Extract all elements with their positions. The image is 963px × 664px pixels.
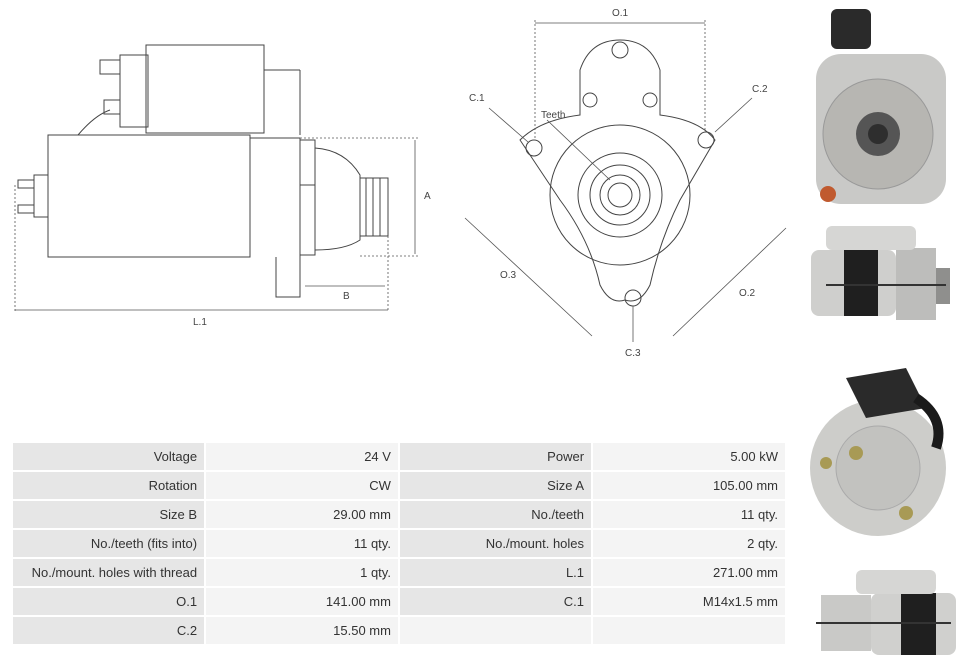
spec-label: O.1 [13, 588, 205, 615]
dimension-o1-label: O.1 [612, 8, 629, 19]
empty-cell [399, 617, 592, 644]
dimension-c2-label: C.2 [752, 84, 768, 95]
spec-label: Size B [13, 501, 205, 528]
technical-drawing: A B L.1 O.1 O.2 O.3 C.1 C.2 C.3 Teeth [14, 8, 787, 359]
spec-value: 11 qty. [206, 530, 398, 557]
table-row: Rotation CW Size A 105.00 mm [13, 472, 785, 499]
table-row: Voltage 24 V Power 5.00 kW [13, 443, 785, 470]
table-row: O.1 141.00 mm C.1 M14x1.5 mm [13, 588, 785, 615]
spec-value: 5.00 kW [593, 443, 785, 470]
product-photo-rear [806, 338, 956, 558]
product-photo-side-bottom [806, 565, 956, 660]
product-photo-side-top [806, 218, 956, 328]
spec-value: 271.00 mm [593, 559, 785, 586]
side-view-dimensions [14, 137, 418, 312]
spec-label: Voltage [13, 443, 205, 470]
table-row: C.2 15.50 mm [13, 617, 785, 644]
spec-value: CW [206, 472, 398, 499]
spec-value: M14x1.5 mm [593, 588, 785, 615]
dimension-b-label: B [343, 291, 350, 302]
spec-value: 11 qty. [593, 501, 785, 528]
spec-value: 29.00 mm [206, 501, 398, 528]
spec-value: 24 V [206, 443, 398, 470]
table-row: No./mount. holes with thread 1 qty. L.1 … [13, 559, 785, 586]
spec-label: Rotation [13, 472, 205, 499]
front-view-dimensions [464, 20, 787, 342]
spec-value: 15.50 mm [206, 617, 398, 644]
spec-label: C.1 [399, 588, 592, 615]
dimension-o2-label: O.2 [739, 288, 756, 299]
table-row: No./teeth (fits into) 11 qty. No./mount.… [13, 530, 785, 557]
spec-label: Size A [399, 472, 592, 499]
empty-cell [593, 617, 785, 644]
spec-label: Power [399, 443, 592, 470]
product-photo-front [806, 4, 956, 212]
dimension-l1-label: L.1 [193, 317, 207, 328]
teeth-label: Teeth [541, 110, 565, 121]
spec-value: 2 qty. [593, 530, 785, 557]
spec-label: No./mount. holes [399, 530, 592, 557]
side-view-drawing [17, 44, 389, 298]
spec-value: 105.00 mm [593, 472, 785, 499]
spec-value: 1 qty. [206, 559, 398, 586]
specifications-table: Voltage 24 V Power 5.00 kW Rotation CW S… [11, 441, 787, 646]
dimension-a-label: A [424, 191, 431, 202]
dimension-c3-label: C.3 [625, 348, 641, 359]
dimension-o3-label: O.3 [500, 270, 517, 281]
spec-label: L.1 [399, 559, 592, 586]
table-row: Size B 29.00 mm No./teeth 11 qty. [13, 501, 785, 528]
spec-label: No./teeth [399, 501, 592, 528]
front-view-drawing [519, 39, 716, 307]
spec-label: No./teeth (fits into) [13, 530, 205, 557]
dimension-c1-label: C.1 [469, 93, 485, 104]
spec-value: 141.00 mm [206, 588, 398, 615]
spec-label: No./mount. holes with thread [13, 559, 205, 586]
spec-label: C.2 [13, 617, 205, 644]
